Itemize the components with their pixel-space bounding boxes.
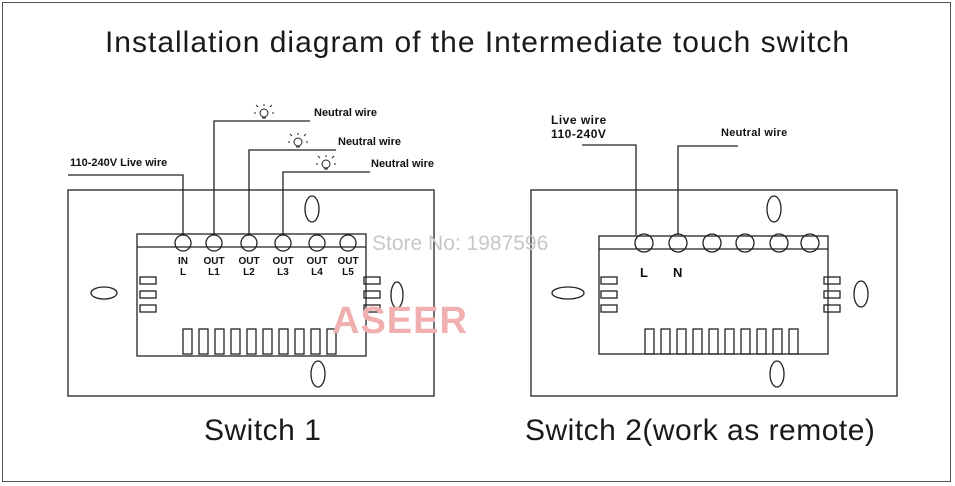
switch2-terminal-6 <box>800 233 820 253</box>
switch1-terminal-out-l1 <box>205 234 223 252</box>
switch1-screw-slot-right <box>390 281 404 309</box>
switch1-terminal-in-l <box>174 234 192 252</box>
lamp-icon <box>254 104 274 119</box>
switch2-terminal-4 <box>735 233 755 253</box>
switch1-live-wire <box>68 174 184 235</box>
switch1-neutral-label-1: Neutral wire <box>314 107 377 119</box>
switch1-terminal-out-l3 <box>274 234 292 252</box>
switch2-terminal-5 <box>769 233 789 253</box>
switch1-module <box>136 233 367 357</box>
switch2-caption: Switch 2(work as remote) <box>525 414 876 447</box>
switch1-neutral-label-2: Neutral wire <box>338 136 401 148</box>
switch2-screw-slot-left <box>551 286 585 300</box>
switch2-live-wire <box>582 144 637 235</box>
switch2-faceplate <box>530 189 898 397</box>
switch2-module <box>598 235 829 355</box>
switch1-terminal-out-l2 <box>240 234 258 252</box>
switch2-neutral-wire-label: Neutral wire <box>721 127 788 139</box>
switch1-screw-slot-top <box>304 195 320 223</box>
brand-watermark: ASEER <box>332 300 468 342</box>
switch1-terminal-out-l4 <box>308 234 326 252</box>
switch2-terminal-label-n: N <box>673 265 683 280</box>
switch2-screw-slot-bottom <box>769 360 785 388</box>
switch1-screw-slot-left <box>90 286 118 300</box>
switch2-live-wire-label-line1: Live wire <box>551 113 607 127</box>
lamp-icon <box>288 133 308 148</box>
switch1-faceplate <box>67 189 435 397</box>
switch1-neutral-wire-2 <box>248 149 336 235</box>
diagram-title: Installation diagram of the Intermediate… <box>104 26 851 59</box>
switch2-screw-slot-top <box>766 195 782 223</box>
switch2-terminal-l <box>634 233 654 253</box>
switch1-screw-slot-bottom <box>310 360 326 388</box>
switch2-terminal-label-l: L <box>640 265 648 280</box>
switch1-live-wire-label: 110-240V Live wire <box>70 157 168 169</box>
switch2-neutral-wire <box>677 145 738 235</box>
switch1-neutral-wire-3 <box>282 171 370 235</box>
switch1-neutral-wire-1 <box>213 120 310 235</box>
switch1-neutral-label-3: Neutral wire <box>371 158 434 170</box>
store-watermark: Store No: 1987596 <box>372 232 549 255</box>
switch1-terminal-out-l5 <box>339 234 357 252</box>
switch1-caption: Switch 1 <box>204 414 322 447</box>
switch2-terminal-3 <box>702 233 722 253</box>
switch2-live-wire-label-line2: 110-240V <box>551 127 607 141</box>
switch2-screw-slot-right <box>853 280 869 308</box>
lamp-icon <box>316 155 336 170</box>
